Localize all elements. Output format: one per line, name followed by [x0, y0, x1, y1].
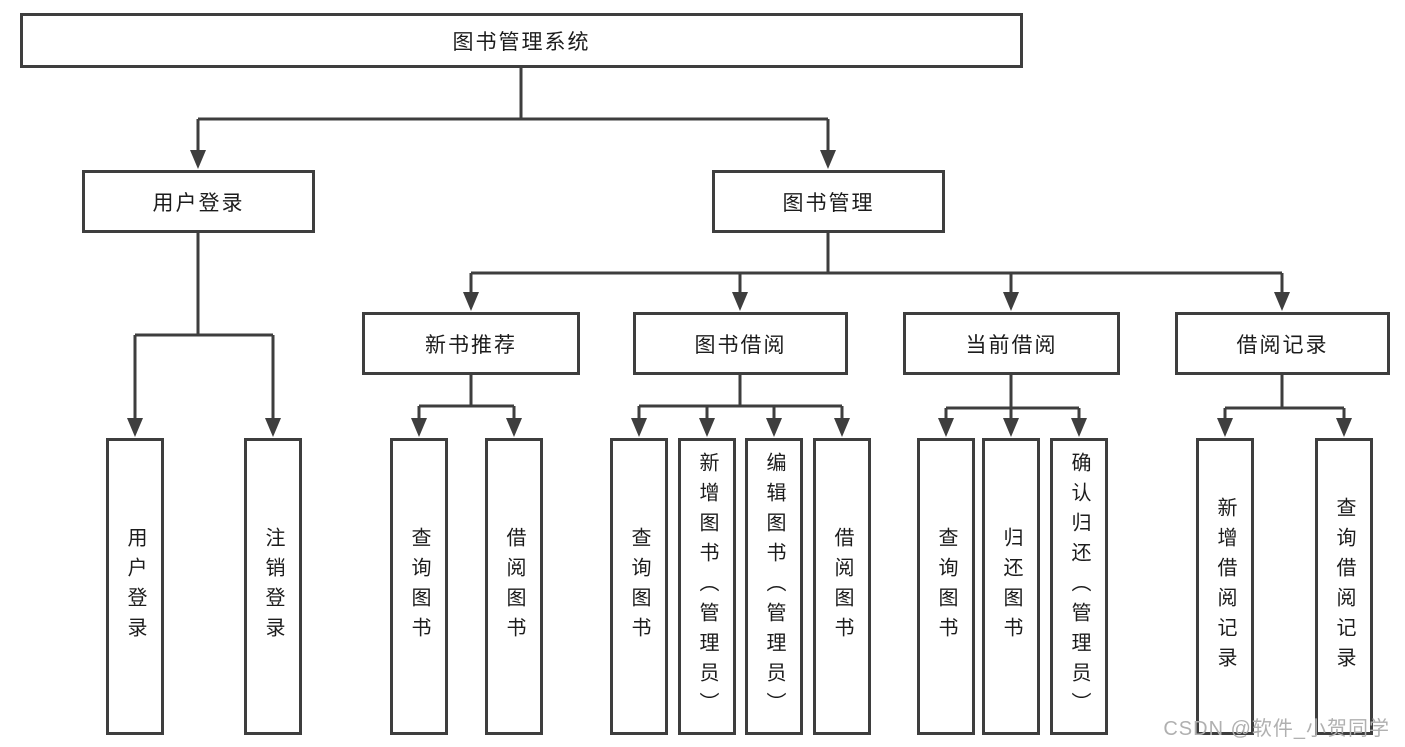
leaf-query-books-2: 查询图书: [610, 438, 668, 735]
leaf-add-book-admin: 新增图书（管理员）: [678, 438, 736, 735]
node-library-system: 图书管理系统: [20, 13, 1023, 68]
leaf-user-login: 用户登录: [106, 438, 164, 735]
node-book-borrowing: 图书借阅: [633, 312, 848, 375]
node-new-book-recommend: 新书推荐: [362, 312, 580, 375]
leaf-edit-book-admin: 编辑图书（管理员）: [745, 438, 803, 735]
leaf-borrow-books-1: 借阅图书: [485, 438, 543, 735]
leaf-logout-login: 注销登录: [244, 438, 302, 735]
watermark-text: CSDN @软件_小贺同学: [1163, 718, 1390, 740]
leaf-return-books: 归还图书: [982, 438, 1040, 735]
leaf-query-books-1: 查询图书: [390, 438, 448, 735]
node-book-management: 图书管理: [712, 170, 945, 233]
leaf-query-borrow-record: 查询借阅记录: [1315, 438, 1373, 735]
arrowheads: [127, 150, 1352, 437]
node-borrowing-records: 借阅记录: [1175, 312, 1390, 375]
leaf-borrow-books-2: 借阅图书: [813, 438, 871, 735]
leaf-query-books-3: 查询图书: [917, 438, 975, 735]
node-current-borrowing: 当前借阅: [903, 312, 1120, 375]
node-user-login: 用户登录: [82, 170, 315, 233]
leaf-confirm-return-admin: 确认归还（管理员）: [1050, 438, 1108, 735]
leaf-add-borrow-record: 新增借阅记录: [1196, 438, 1254, 735]
